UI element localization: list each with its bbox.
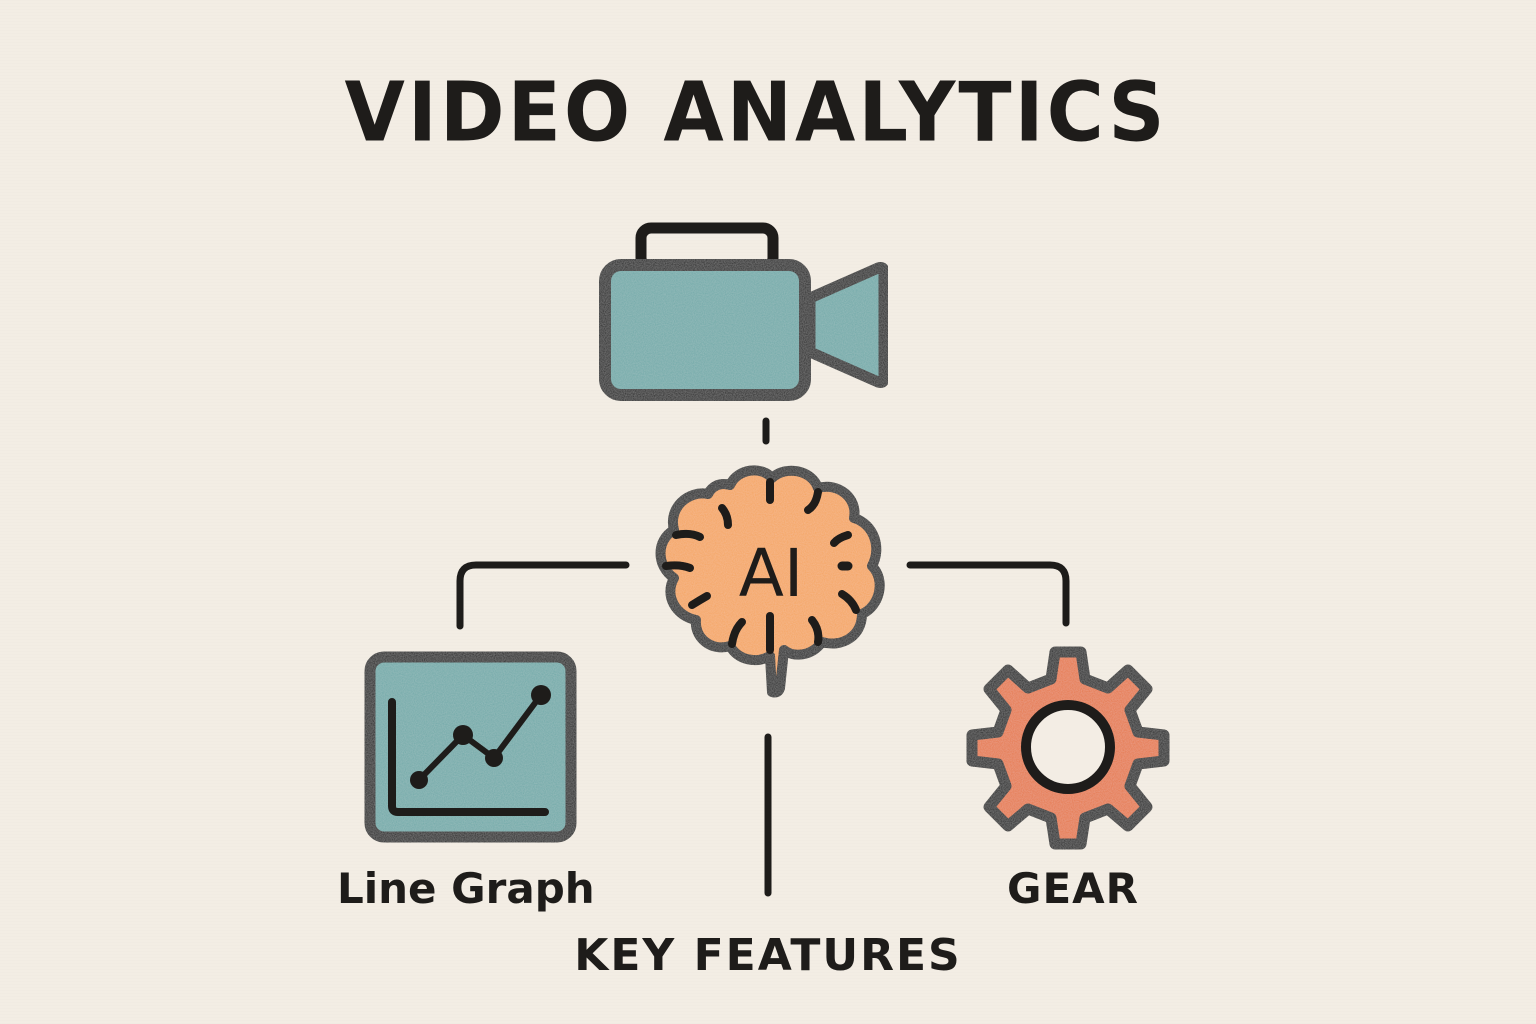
brain-ai-text: AI xyxy=(739,535,804,612)
connector-brain-gear xyxy=(906,561,1070,627)
video-camera-icon xyxy=(599,222,890,401)
brain-icon: AI xyxy=(655,465,885,698)
line-graph-icon xyxy=(364,651,577,843)
connector-brain-line-graph xyxy=(456,561,630,630)
gear-icon xyxy=(966,646,1170,850)
line-graph-label: Line Graph xyxy=(337,864,595,913)
gear-label: GEAR xyxy=(1007,864,1140,913)
key-features-label: KEY FEATURES xyxy=(574,930,962,981)
diagram-title: VIDEO ANALYTICS xyxy=(344,65,1168,161)
